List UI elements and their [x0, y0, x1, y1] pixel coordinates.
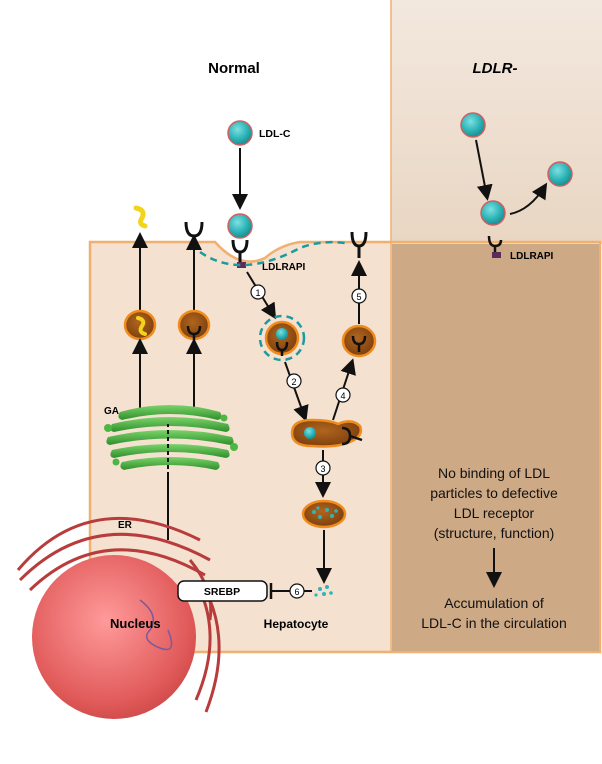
ldl-receptor-bound — [231, 239, 249, 254]
ga-label: GA — [104, 406, 119, 417]
lysosome-contents — [312, 506, 338, 519]
svg-text:4: 4 — [340, 391, 345, 401]
svg-text:Accumulation of: Accumulation of — [444, 595, 544, 611]
step-3-badge — [315, 460, 331, 476]
er-label: ER — [118, 520, 133, 531]
svg-text:5: 5 — [356, 292, 361, 302]
svg-text:No binding of LDL: No binding of LDL — [438, 465, 550, 481]
svg-text:6: 6 — [294, 587, 299, 597]
svg-text:LDL receptor: LDL receptor — [454, 505, 535, 521]
step-5-badge — [351, 288, 367, 304]
ldlrapi-marker — [237, 262, 246, 268]
golgi-apparatus — [104, 405, 238, 470]
svg-text:1: 1 — [255, 288, 260, 298]
accumulation-text: Accumulation of LDL-C in the circulation — [421, 595, 567, 631]
svg-text:particles to defective: particles to defective — [430, 485, 558, 501]
ldl-particle-bound — [227, 213, 253, 239]
dna-strand — [139, 599, 173, 651]
arrow-ldl-release — [509, 182, 548, 215]
nucleus-label: Nucleus — [110, 616, 161, 631]
defective-cell-region — [392, 244, 599, 651]
ldl-particle-defect-3 — [547, 161, 573, 187]
ldl-receptor-new — [184, 221, 204, 238]
normal-title: Normal — [208, 60, 260, 77]
srebp-box — [177, 580, 268, 602]
svg-text:LDL-C in the circulation: LDL-C in the circulation — [421, 615, 567, 631]
free-cholesterol — [314, 585, 333, 597]
svg-text:(structure, function): (structure, function) — [434, 525, 555, 541]
coated-vesicle-coat — [258, 314, 306, 362]
ldl-particle-free — [227, 120, 253, 146]
ldlr-title: LDLR- — [473, 60, 518, 77]
step-2-badge — [286, 373, 302, 389]
step-1-badge — [250, 284, 266, 300]
ldlrapi-label-normal: LDLRAPI — [262, 262, 306, 273]
svg-text:2: 2 — [291, 377, 296, 387]
secretory-vesicle-1 — [123, 309, 157, 341]
defect-description: No binding of LDL particles to defective… — [430, 465, 558, 541]
hepatocyte-label: Hepatocyte — [264, 617, 329, 631]
ldl-c-label: LDL-C — [259, 128, 291, 140]
ldl-particle-defect-2 — [480, 200, 506, 226]
srebp-label: SREBP — [204, 586, 240, 598]
nucleus — [32, 555, 196, 719]
clathrin-coat — [199, 240, 346, 267]
endosome — [290, 418, 363, 448]
recycling-vesicle — [341, 324, 377, 358]
step-4-badge — [335, 387, 351, 403]
ldlrapi-marker-defect — [492, 252, 501, 258]
lysosome — [301, 499, 347, 529]
ldlrapi-label-defect: LDLRAPI — [510, 251, 554, 262]
svg-text:3: 3 — [320, 464, 325, 474]
step-6-badge — [289, 583, 305, 599]
secreted-protein-icon — [133, 205, 148, 229]
ldl-particle-defect-1 — [460, 112, 486, 138]
